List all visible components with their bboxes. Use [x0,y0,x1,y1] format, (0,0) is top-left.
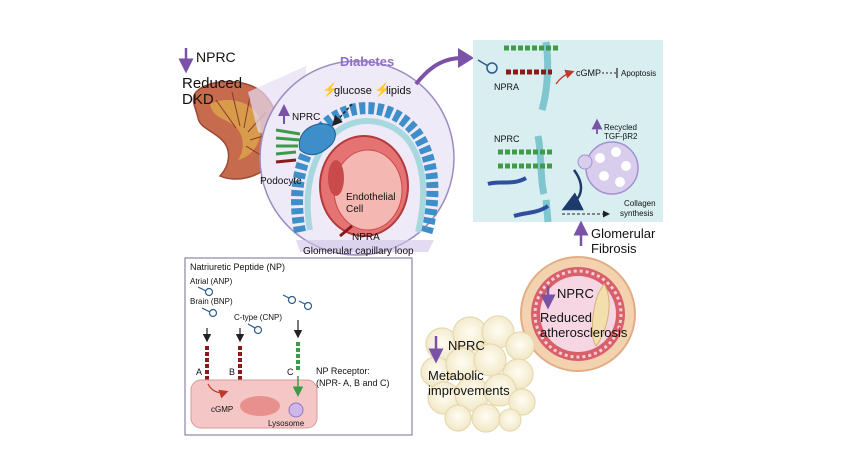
podocyte-red-receptor [275,158,297,164]
endothelial-label-2: Cell [346,204,363,215]
receptor-a-label: A [196,367,202,377]
npra-label: NPRA [352,232,380,243]
anp-ligand-tail [197,286,207,292]
collagen-label-2: synthesis [620,209,653,218]
apoptosis-label: Apoptosis [621,69,656,78]
endothelial-cell-inner [333,149,403,231]
basement-membrane [304,118,427,233]
np-receptor-label-2: (NPR- A, B and C) [316,378,390,388]
adipocyte [444,404,472,432]
kidney-medulla [210,100,261,160]
cnp-ligand-tail-1 [247,323,256,329]
glomerulus-group: Diabetes NPRC ⚡ glucose ⚡ lipids Podocyt… [259,48,474,257]
cnp-ligand-tail-3 [298,300,306,305]
collagen-label-1: Collagen [624,199,656,208]
npra-ligand-icon [486,62,498,74]
fib-npra-label: NPRA [494,82,519,92]
artery-stripes [533,269,623,359]
cell-nucleus [240,396,280,416]
glucose-label: glucose [334,85,372,97]
artery-atherosclerosis-label: atherosclerosis [540,325,628,340]
capillary-base [296,240,434,252]
lipids-label: lipids [386,85,412,97]
artery-nprc-label: NPRC [557,286,594,301]
endothelial-label-1: Endothelial [346,192,395,203]
kidney-reduced-label: Reduced [182,75,242,92]
kidney-nprc-label: NPRC [196,49,236,65]
adipocyte [505,331,535,361]
bnp-ligand-tail [201,307,211,313]
np-receptor-label-1: NP Receptor: [316,366,370,376]
vesicle-dot-1 [595,153,605,163]
cnp-ligand-tail-2 [282,294,290,299]
cgmp-red-arrow [555,69,575,85]
vesicle-dot-4 [599,171,609,181]
anp-label: Atrial (ANP) [190,277,233,286]
fibrosis-panel: NPRA cGMP Apoptosis NPRC Recycled TGF-βR… [473,40,663,256]
adipocyte [498,408,522,432]
podocyte-body [298,123,336,156]
adipocyte [473,343,507,377]
cgmp-curve-arrow [207,383,229,399]
lysosome-label: Lysosome [268,419,305,428]
podocyte-label: Podocyte [260,176,302,187]
vesicle-dot-2 [611,147,621,157]
cnp-ligand-icon-2 [287,295,297,305]
glomerulus-nprc-label: NPRC [292,112,320,123]
artery-reduced-label: Reduced [540,310,592,325]
np-cgmp-label: cGMP [211,405,233,414]
cnp-ligand-icon-3 [303,301,313,311]
fibrosis-label-1: Glomerular [591,226,656,241]
fib-cgmp-label: cGMP [576,68,601,78]
diabetes-attack-arrow [331,103,353,127]
glomerular-loop-label: Glomerular capillary loop [303,246,414,257]
bnp-ligand-icon [208,308,218,318]
kidney-dkd-label: DKD [182,91,214,108]
bottom-blue-ligand [513,204,550,218]
to-fibrosis-arrowhead [458,48,474,68]
lysosome-icon [288,402,304,418]
endothelial-nucleus [328,160,344,196]
fib-nprc-label: NPRC [494,134,520,144]
podocyte-green-receptors [275,128,301,156]
podocyte-layer [291,102,439,236]
cnp-label: C-type (CNP) [234,313,282,322]
diabetes-title: Diabetes [340,54,394,69]
fibrosis-label-2: Fibrosis [591,241,637,256]
recycled-label-1: Recycled [604,123,637,132]
nprc-blue-ligand [487,176,527,186]
vesicle-dot-5 [615,177,625,187]
vesicle-dot-3 [621,161,631,171]
lightning-glucose-icon: ⚡ [322,82,338,98]
adipose-nprc-label: NPRC [448,338,485,353]
lightning-lipids-icon: ⚡ [374,82,390,98]
bnp-label: Brain (BNP) [190,297,233,306]
cnp-ligand-icon-1 [253,325,263,335]
receptor-b-label: B [229,367,235,377]
adipose-group [420,315,536,433]
adipose-labels: NPRC Metabolic improvements [428,336,510,398]
np-info-box: Natriuretic Peptide (NP) Atrial (ANP) Br… [184,257,413,436]
membrane-bottom [542,199,552,223]
npra-receptor-stalk [339,224,353,238]
plaque [591,283,610,347]
recycled-label-2: TGF-βR2 [604,132,638,141]
adipocyte [471,403,501,433]
to-fibrosis-arrow [414,56,463,86]
metabolic-label-2: improvements [428,383,510,398]
vesicle-side-bud [577,154,593,170]
npra-ligand-tail [477,59,489,67]
recycle-curved-arrow [561,169,584,211]
receptor-c-label: C [287,367,294,377]
anp-ligand-icon [204,287,214,297]
metabolic-label-1: Metabolic [428,368,484,383]
np-box-title: Natriuretic Peptide (NP) [190,262,285,272]
artery-group: NPRC Reduced atherosclerosis [520,256,636,372]
adipocyte [508,388,536,416]
